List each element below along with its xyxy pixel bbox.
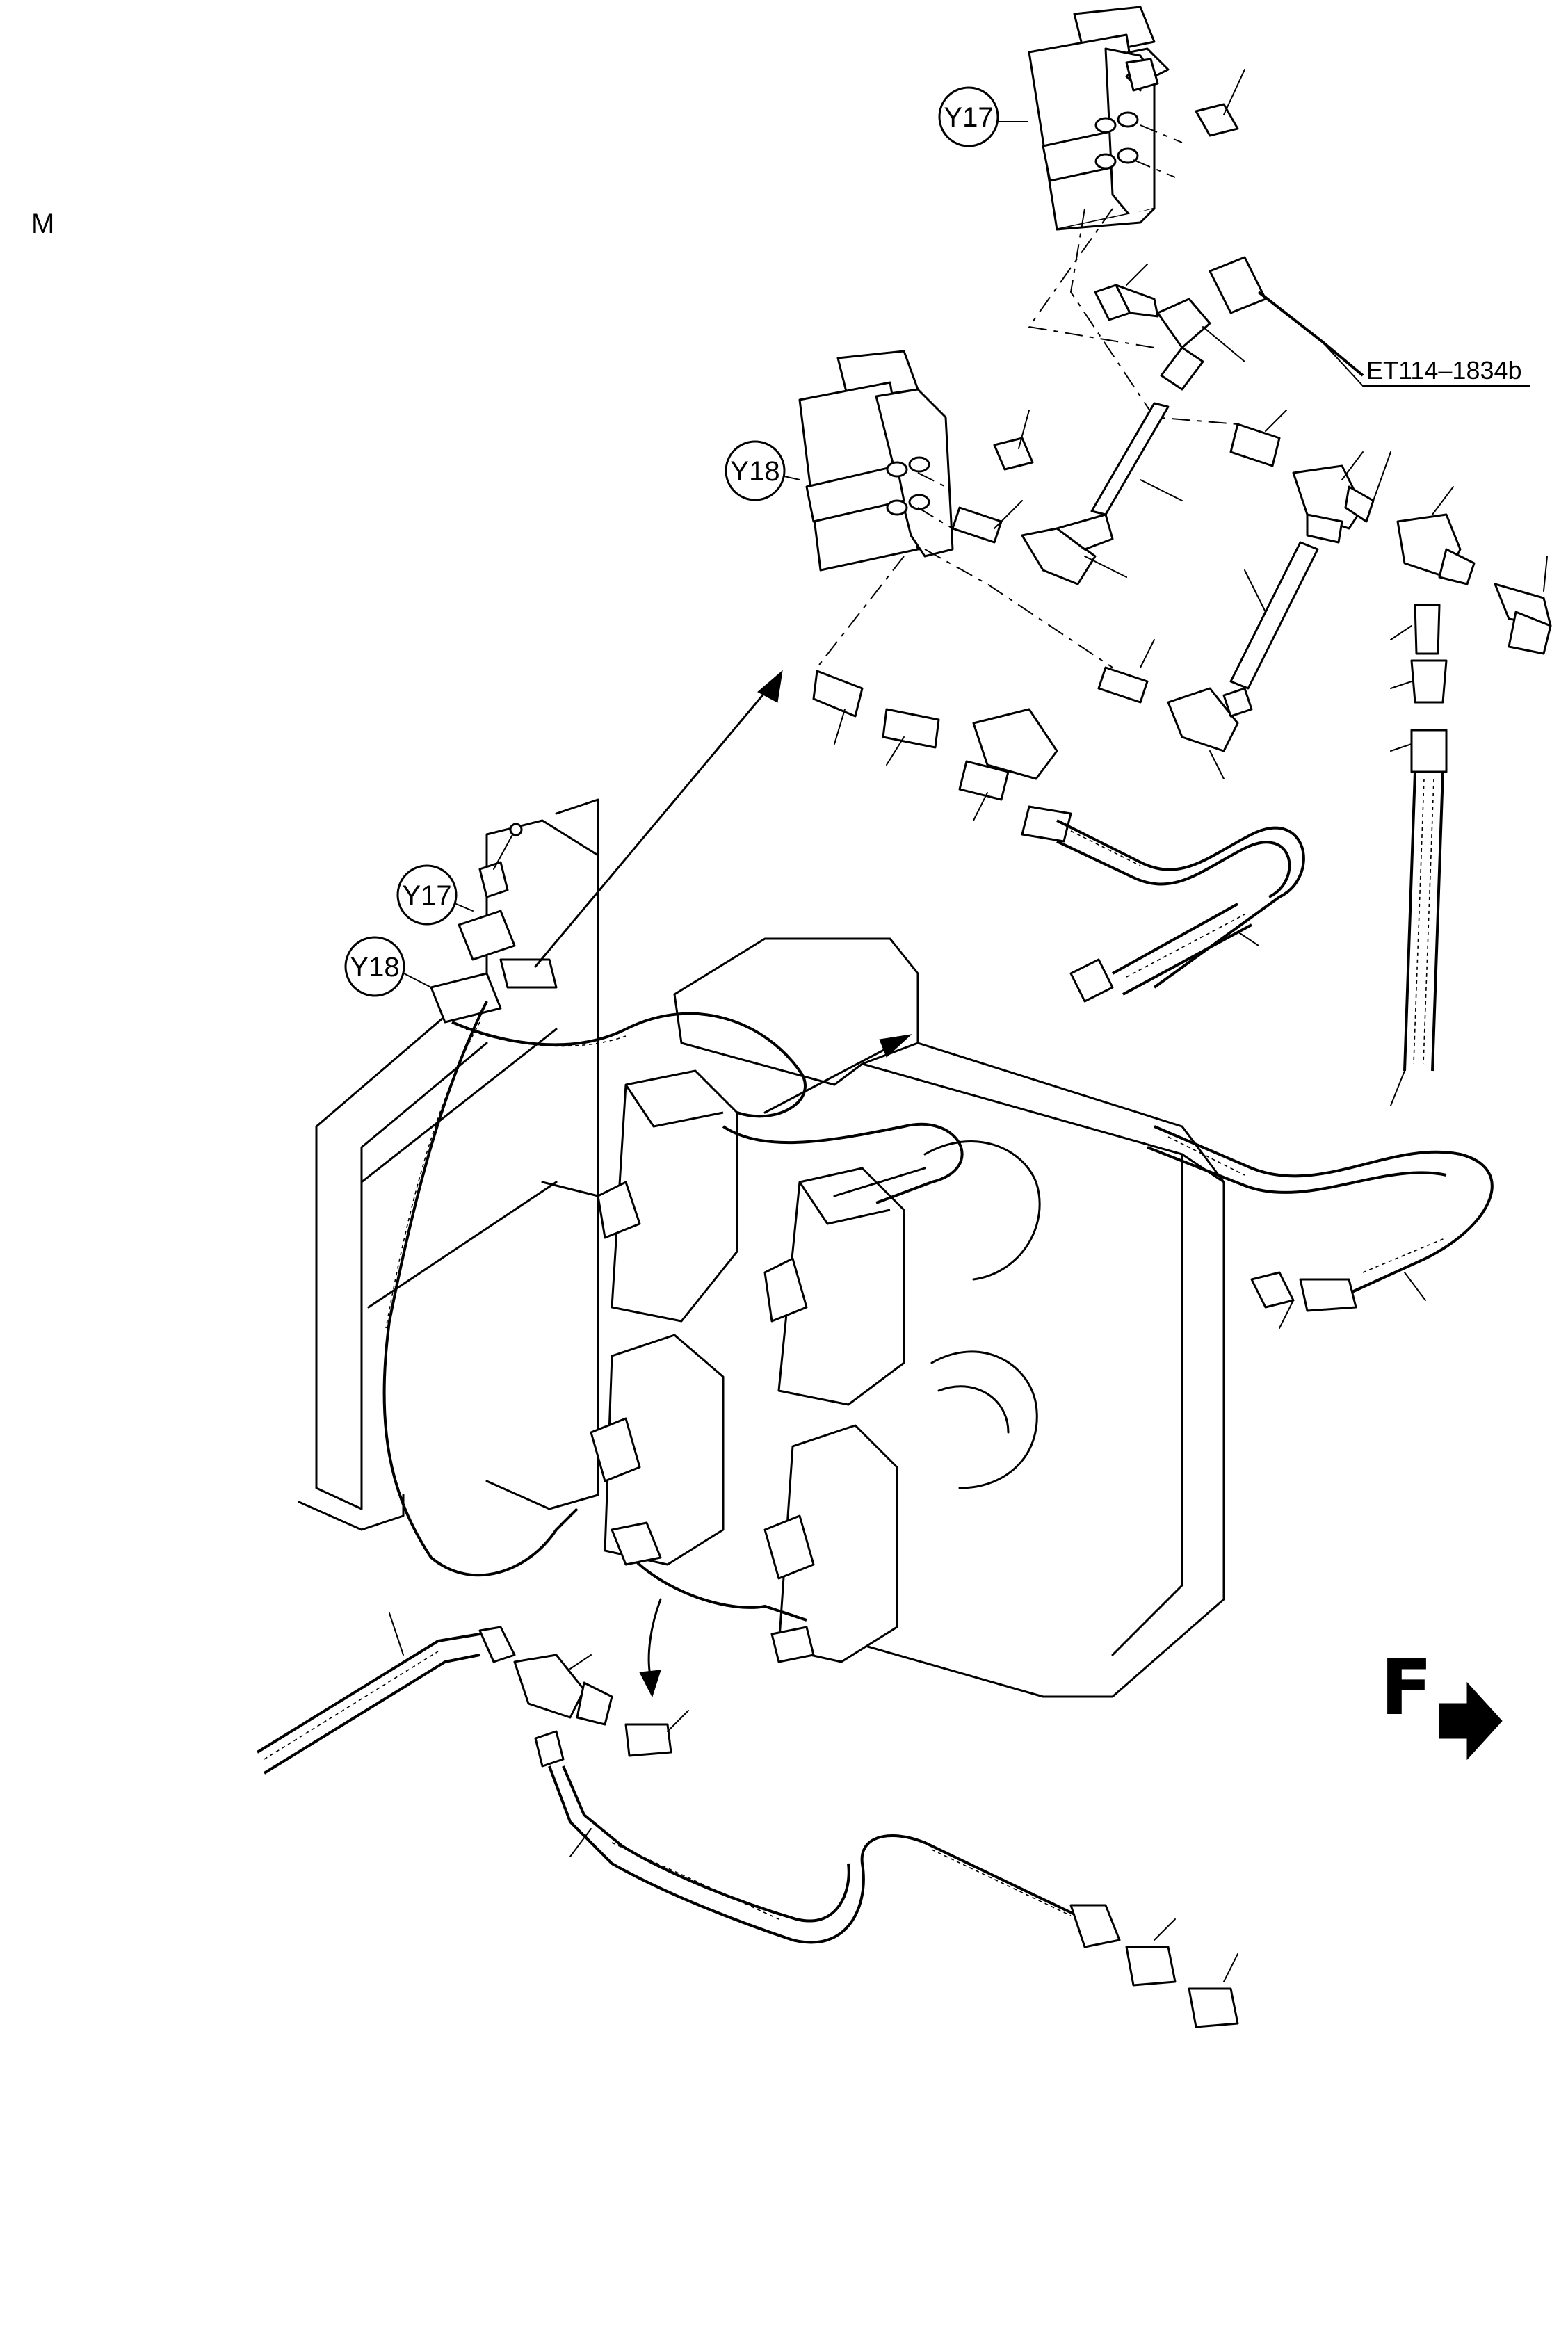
svg-text:Y17: Y17	[402, 880, 451, 911]
corner-letter: M	[31, 209, 54, 239]
overview-valves	[430, 823, 558, 1024]
overview-hoses	[382, 1001, 964, 1663]
cap-y17	[1195, 69, 1245, 137]
tee-cluster-right	[1229, 410, 1552, 655]
spool-block-1	[597, 1069, 738, 1323]
y18-fittings	[951, 500, 1253, 779]
drum-lower	[930, 1350, 1038, 1489]
svg-text:Y17: Y17	[944, 102, 993, 133]
leader-y17-ports	[1133, 124, 1183, 178]
svg-text:Y18: Y18	[350, 952, 399, 983]
callout-y18-overview: Y18	[344, 936, 432, 997]
tee-lower-left	[513, 1654, 689, 1768]
leader-y18-outlets	[816, 549, 1113, 668]
callout-y17-overview: Y17	[396, 864, 474, 926]
callout-y18-detail: Y18	[725, 440, 800, 501]
detail-arrow-to-lower	[639, 1598, 662, 1698]
svg-text:F: F	[1380, 1643, 1432, 1732]
svg-text:Y18: Y18	[730, 456, 779, 487]
leader-y18-ports	[917, 472, 953, 529]
spool-block-2	[763, 1167, 905, 1406]
arrow-right-icon	[1439, 1681, 1503, 1761]
spool-block-4	[763, 1424, 898, 1663]
spool-block-3	[590, 1334, 725, 1566]
front-direction-indicator: F	[1380, 1643, 1503, 1761]
drawing-number: ET114–1834b	[1366, 356, 1522, 385]
hose-y18-to-right	[1056, 819, 1305, 989]
drum-upper	[833, 1140, 1041, 1281]
valve-y18-detail	[798, 350, 954, 572]
y17-fittings	[1094, 256, 1530, 391]
hose-mid-right	[1069, 903, 1259, 1003]
tube-y17	[1090, 402, 1183, 516]
hose-right-mid	[1147, 1125, 1494, 1329]
cap-y18	[993, 410, 1034, 471]
hose-vertical-right	[1390, 604, 1448, 1106]
machine-frame	[298, 798, 599, 1531]
gearbox-housing	[673, 937, 1225, 1698]
y18-outlet-fittings	[812, 670, 1072, 843]
callout-y17-detail: Y17	[938, 86, 1028, 147]
tube-y18	[1229, 541, 1319, 690]
hose-lower-s	[548, 1765, 1239, 2028]
hose-lower-left	[256, 1612, 516, 1775]
detail-arrow-to-midright	[763, 1034, 912, 1114]
detail-arrow-to-y18	[534, 670, 783, 968]
valve-y17-detail	[1028, 6, 1170, 231]
leader-y17-outlets	[1028, 208, 1238, 425]
